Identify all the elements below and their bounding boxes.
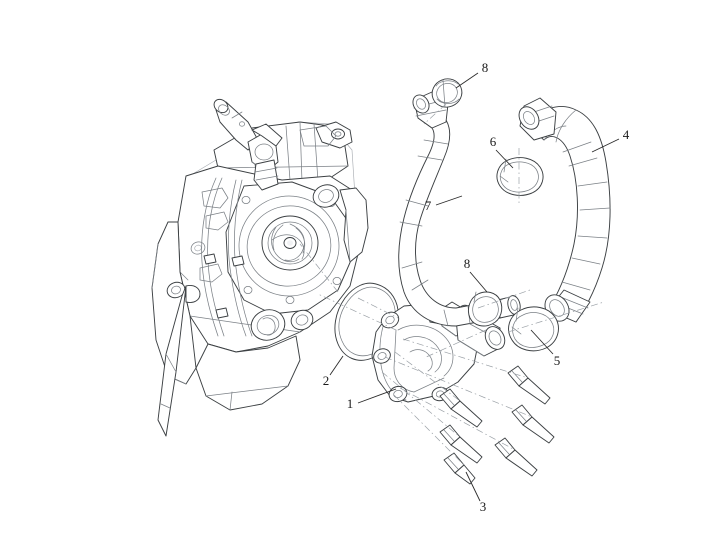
hose-clamp-large[interactable] <box>508 306 559 352</box>
bolt <box>494 437 538 477</box>
radiator-hose-short <box>398 91 521 327</box>
cover-retaining-bolt-group <box>439 365 555 485</box>
assembly-axis-lines <box>299 103 605 466</box>
hose-clamp-medium[interactable] <box>496 157 544 196</box>
radiator-hose-long <box>518 97 611 323</box>
bolt <box>443 452 476 485</box>
callout-label: 8 <box>482 60 489 75</box>
callout-label: 7 <box>425 198 432 213</box>
callout-label: 2 <box>323 373 330 388</box>
callout-7: 7 <box>425 195 463 213</box>
callout-label: 5 <box>554 353 561 368</box>
callout-6: 6 <box>490 134 514 169</box>
callout-label: 1 <box>347 396 354 411</box>
callout-label: 6 <box>490 134 497 149</box>
callout-label: 3 <box>480 499 487 514</box>
callout-3: 3 <box>465 471 487 514</box>
callout-4: 4 <box>591 127 630 153</box>
hose-clamp-small-lower[interactable] <box>467 291 503 327</box>
callout-5: 5 <box>530 329 561 368</box>
bolt <box>507 365 551 405</box>
callout-label: 4 <box>623 127 630 142</box>
callout-label: 8 <box>464 256 471 271</box>
callout-2: 2 <box>323 355 344 388</box>
bolt <box>511 404 555 444</box>
hose-clamp-small-upper[interactable] <box>428 74 466 111</box>
bolt <box>439 424 483 464</box>
callout-8-upper: 8 <box>455 60 489 89</box>
callout-8-lower: 8 <box>464 256 488 293</box>
callout-1: 1 <box>347 388 397 411</box>
bolt <box>439 388 483 428</box>
engine-crankcase-assembly <box>151 98 369 437</box>
coolant-filler-neck <box>213 98 283 191</box>
callout-layer: 8 4 6 7 8 5 <box>323 60 630 514</box>
